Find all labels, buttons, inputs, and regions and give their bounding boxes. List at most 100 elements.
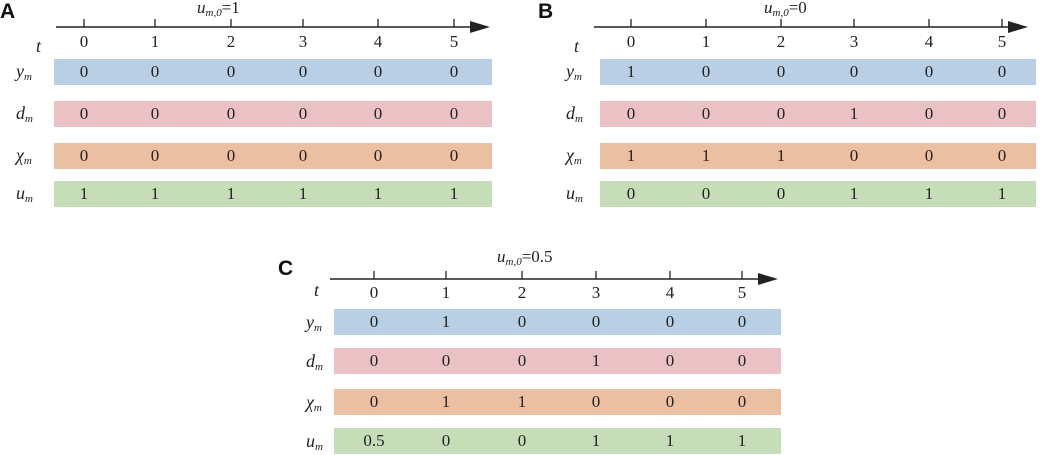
cell-value: 1 [150,184,160,203]
cell-value: 0 [517,351,527,370]
cell-value: 1 [79,184,89,203]
cell-value: 0 [517,431,527,450]
cell-value: 0 [591,392,601,411]
cell-value: 0 [449,104,459,123]
row-bar-y: 0 1 0 0 0 0 [334,309,781,335]
cell-value: 0 [298,146,308,165]
axis-label-t: t [36,36,42,56]
cell-value: 0 [626,104,636,123]
tick-label: 1 [701,32,711,51]
row-bar-chi: 0 1 1 0 0 0 [334,389,781,415]
panel-label: A [0,0,16,23]
row-bar-u: 0 0 0 1 1 1 [600,181,1036,207]
cell-value: 0 [591,312,601,331]
row-bar-u: 0.5 0 0 1 1 1 [334,428,781,454]
tick-label: 4 [924,32,934,51]
cell-value: 0 [369,351,379,370]
row-label-d: dm [16,103,33,125]
row-label-u: um [566,183,583,205]
cell-value: 0 [776,104,786,123]
cell-value: 0 [849,146,859,165]
cell-value: 0 [79,146,89,165]
row-label-u: um [16,183,33,205]
cell-value: 0 [226,104,236,123]
parameter-label: um,0=1 [197,0,240,19]
cell-value: 0 [665,351,675,370]
cell-value: 0 [665,392,675,411]
row-label-y: ym [306,312,322,334]
cell-value: 0 [150,146,160,165]
row-bar-y: 1 0 0 0 0 0 [600,59,1036,85]
cell-value: 0 [150,62,160,81]
cell-value: 1 [441,392,451,411]
row-label-chi: χm [566,145,582,167]
cell-value: 0 [626,184,636,203]
tick-label: 5 [449,32,459,51]
cell-value: 0 [150,104,160,123]
row-label-y: ym [16,61,32,83]
cell-value: 1 [226,184,236,203]
cell-value: 1 [776,146,786,165]
tick-label: 3 [849,32,859,51]
row-label-y: ym [566,61,582,83]
tick-label: 2 [776,32,786,51]
tick-label: 1 [441,283,451,302]
cell-value: 1 [849,184,859,203]
tick-label: 3 [298,32,308,51]
cell-value: 0 [449,62,459,81]
cell-value: 0 [441,431,451,450]
cell-value: 1 [924,184,934,203]
tick-label: 3 [591,283,601,302]
cell-value: 0 [226,62,236,81]
cell-value: 1 [849,104,859,123]
row-bar-d: 0 0 0 1 0 0 [334,348,781,374]
row-label-d: dm [306,351,323,373]
cell-value: 0 [776,184,786,203]
cell-value: 0 [449,146,459,165]
cell-value: 0 [369,392,379,411]
time-axis [56,19,490,33]
parameter-label: um,0=0 [764,0,807,19]
cell-value: 0 [441,351,451,370]
tick-label: 4 [373,32,383,51]
cell-value: 0 [997,104,1007,123]
axis-arrowhead [1008,21,1028,33]
axis-arrowhead [758,273,778,285]
cell-value: 0 [737,351,747,370]
cell-value: 1 [373,184,383,203]
row-bar-chi: 0 0 0 0 0 0 [54,143,492,169]
cell-value: 1 [591,351,601,370]
panel-label: B [538,0,554,23]
row-bar-d: 0 0 0 0 0 0 [54,101,492,127]
cell-value: 0 [849,62,859,81]
cell-value: 0 [737,392,747,411]
tick-label: 2 [226,32,236,51]
cell-value: 1 [626,62,636,81]
cell-value: 1 [665,431,675,450]
axis-label-t: t [314,280,320,300]
cell-value: 0 [701,104,711,123]
cell-value: 0 [79,104,89,123]
cell-value: 0 [701,184,711,203]
cell-value: 0.5 [363,431,385,450]
cell-value: 1 [701,146,711,165]
cell-value: 0 [997,146,1007,165]
time-axis [594,19,1028,33]
cell-value: 1 [737,431,747,450]
cell-value: 0 [924,146,934,165]
cell-value: 0 [298,62,308,81]
axis-arrowhead [470,21,490,33]
cell-value: 1 [517,392,527,411]
panel-a: A um,0=1 t 0 1 2 3 4 5 ym 0 0 0 0 0 0 dm… [0,0,500,215]
cell-value: 0 [997,62,1007,81]
row-label-d: dm [566,103,583,125]
cell-value: 0 [373,62,383,81]
panel-b: B um,0=0 t 0 1 2 3 4 5 ym 1 0 0 0 0 0 dm… [538,0,1038,215]
cell-value: 0 [373,104,383,123]
cell-value: 1 [298,184,308,203]
tick-label: 1 [150,32,160,51]
cell-value: 1 [441,312,451,331]
tick-label: 4 [665,283,675,302]
tick-label: 0 [626,32,636,51]
cell-value: 0 [226,146,236,165]
